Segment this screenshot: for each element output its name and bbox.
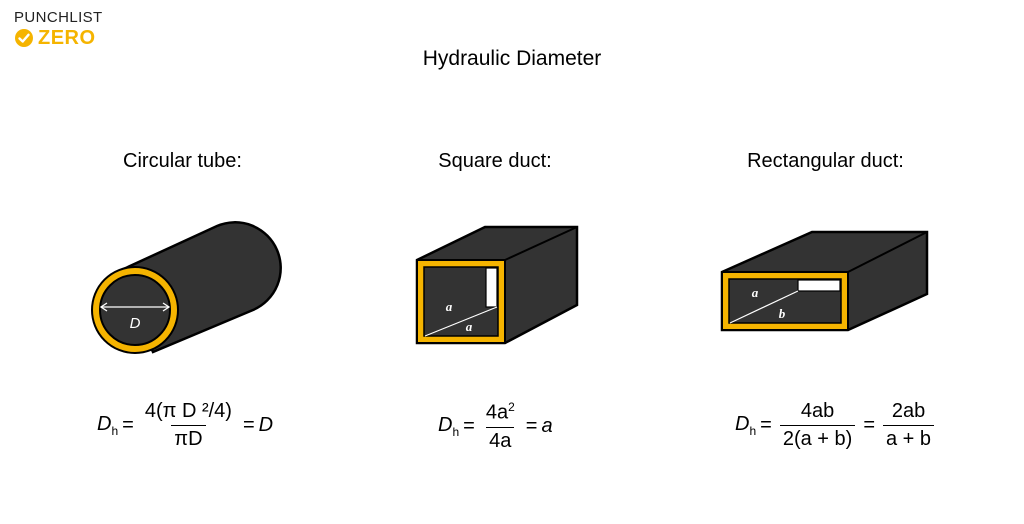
fraction-denominator: a + b: [883, 425, 935, 451]
diameter-label: D: [130, 315, 141, 332]
side-label-a2: a: [466, 319, 473, 334]
rectangular-duct-label: Rectangular duct:: [747, 150, 904, 172]
rectangular-duct-diagram: a b: [720, 230, 929, 332]
check-circle-icon: [15, 29, 33, 47]
equals-sign: =: [525, 414, 538, 437]
circular-formula: Dh = 4(π D ²/4) πD = D: [97, 400, 273, 451]
equals-sign: =: [242, 414, 255, 436]
circular-tube-label: Circular tube:: [123, 150, 242, 172]
fraction-denominator: 4a: [486, 426, 515, 453]
rectangular-formula: Dh = 4ab 2(a + b) = 2ab a + b: [735, 400, 938, 451]
fraction-numerator: 4(π D ²/4): [144, 400, 232, 422]
fraction-denominator: πD: [171, 425, 206, 451]
equals-sign: =: [863, 414, 875, 436]
brand-logo: PUNCHLIST ZERO: [14, 9, 103, 49]
square-duct-label: Square duct:: [438, 150, 552, 172]
formula-lhs: Dh: [97, 413, 119, 438]
side-label-a1: a: [446, 299, 453, 314]
logo-text-top: PUNCHLIST: [14, 9, 103, 26]
fraction-numerator: 2ab: [891, 400, 926, 422]
equals-sign: =: [760, 414, 772, 436]
fraction-numerator: 4a2: [485, 400, 515, 424]
logo-row: ZERO: [14, 28, 103, 48]
duct-light-window: [485, 267, 498, 308]
square-duct-diagram: a a: [415, 225, 579, 345]
circular-tube-diagram: D: [91, 221, 282, 354]
equals-sign: =: [463, 414, 475, 437]
fraction-denominator: 2(a + b): [779, 425, 856, 451]
formula-fraction-2: 2ab a + b: [883, 400, 935, 451]
formula-result: D: [258, 414, 274, 436]
formula-result: a: [541, 414, 553, 437]
fraction-numerator: 4ab: [800, 400, 835, 422]
duct-light-window: [797, 279, 841, 292]
tube-opening: [99, 274, 171, 346]
equals-sign: =: [122, 414, 134, 436]
formula-lhs: Dh: [438, 413, 460, 439]
side-label-a: a: [752, 285, 759, 300]
page-title: Hydraulic Diameter: [422, 47, 602, 70]
formula-fraction-1: 4ab 2(a + b): [779, 400, 856, 451]
formula-fraction: 4a2 4a: [483, 400, 518, 453]
square-formula: Dh = 4a2 4a = a: [438, 400, 553, 453]
side-label-b: b: [779, 306, 786, 321]
logo-text-bottom: ZERO: [38, 27, 96, 49]
formula-lhs: Dh: [735, 413, 757, 438]
formula-fraction: 4(π D ²/4) πD: [142, 400, 235, 451]
diameter-arrow: [99, 302, 171, 312]
